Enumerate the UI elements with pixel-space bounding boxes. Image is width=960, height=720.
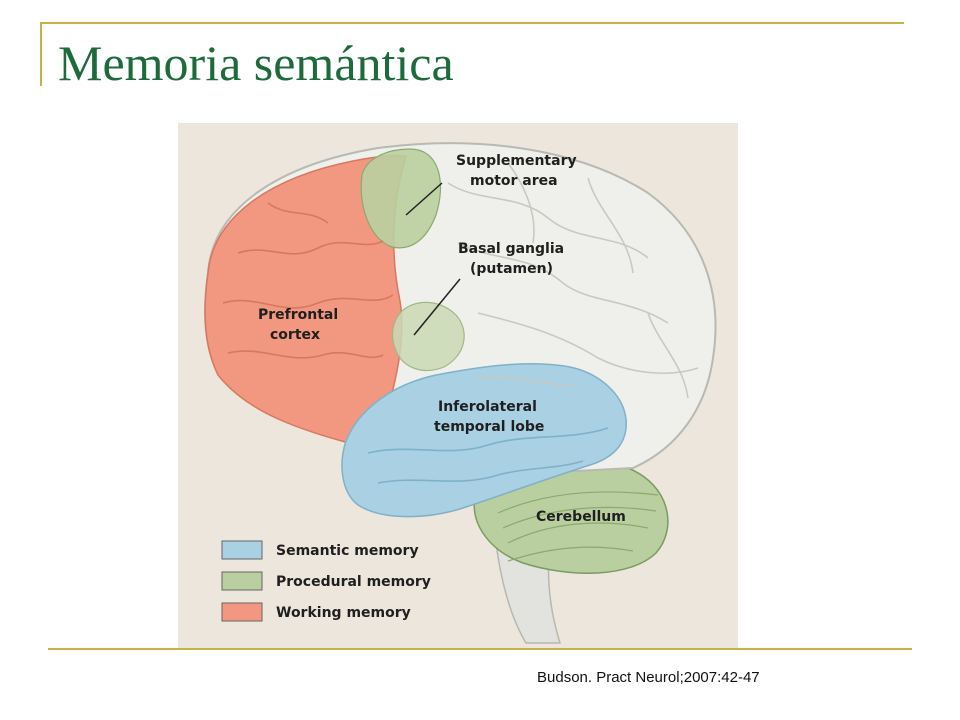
supplementary-motor-label-line-1: Supplementary	[456, 153, 577, 169]
cerebellum-folia	[497, 491, 659, 562]
supplementary-motor-pointer	[405, 182, 443, 216]
prefrontal-cortex-label-line-2: cortex	[270, 327, 320, 343]
prefrontal-gyri	[222, 202, 394, 359]
basal-ganglia-region	[391, 301, 465, 372]
cerebellum-label: Cerebellum	[536, 509, 626, 525]
legend-item-semantic: Semantic memory	[221, 540, 419, 560]
legend: Semantic memory Procedural memory Workin…	[221, 540, 431, 622]
temporal-lobe-label: Inferolateral temporal lobe	[434, 399, 544, 435]
brain-diagram: Supplementary motor area Basal ganglia (…	[178, 123, 738, 648]
basal-ganglia-pointer	[413, 278, 461, 336]
gyri-texture	[447, 162, 699, 399]
temporal-lobe-label-line-2: temporal lobe	[434, 419, 544, 435]
supplementary-motor-region	[360, 148, 442, 249]
basal-ganglia-label: Basal ganglia (putamen)	[458, 241, 569, 277]
supplementary-motor-label-line-2: motor area	[470, 173, 558, 189]
top-rule	[40, 22, 904, 24]
temporal-lobe-region	[341, 362, 627, 518]
prefrontal-cortex-label-line-1: Prefrontal	[258, 307, 338, 323]
prefrontal-cortex-label: Prefrontal cortex	[258, 307, 343, 343]
legend-item-working: Working memory	[221, 602, 411, 622]
legend-swatch-working	[221, 602, 263, 622]
bottom-rule	[48, 648, 912, 650]
temporal-lobe-label-line-1: Inferolateral	[438, 399, 537, 415]
temporal-gyri	[367, 427, 609, 484]
legend-swatch-procedural	[221, 571, 263, 591]
legend-label-semantic: Semantic memory	[276, 543, 419, 559]
supplementary-motor-label: Supplementary motor area	[456, 153, 581, 189]
left-rule	[40, 22, 42, 86]
legend-label-working: Working memory	[276, 605, 411, 621]
legend-item-procedural: Procedural memory	[221, 571, 431, 591]
legend-label-procedural: Procedural memory	[276, 574, 431, 590]
slide-title: Memoria semántica	[58, 35, 454, 91]
basal-ganglia-label-line-1: Basal ganglia	[458, 241, 564, 257]
basal-ganglia-label-line-2: (putamen)	[470, 261, 553, 277]
citation: Budson. Pract Neurol;2007:42-47	[537, 669, 760, 686]
legend-swatch-semantic	[221, 540, 263, 560]
